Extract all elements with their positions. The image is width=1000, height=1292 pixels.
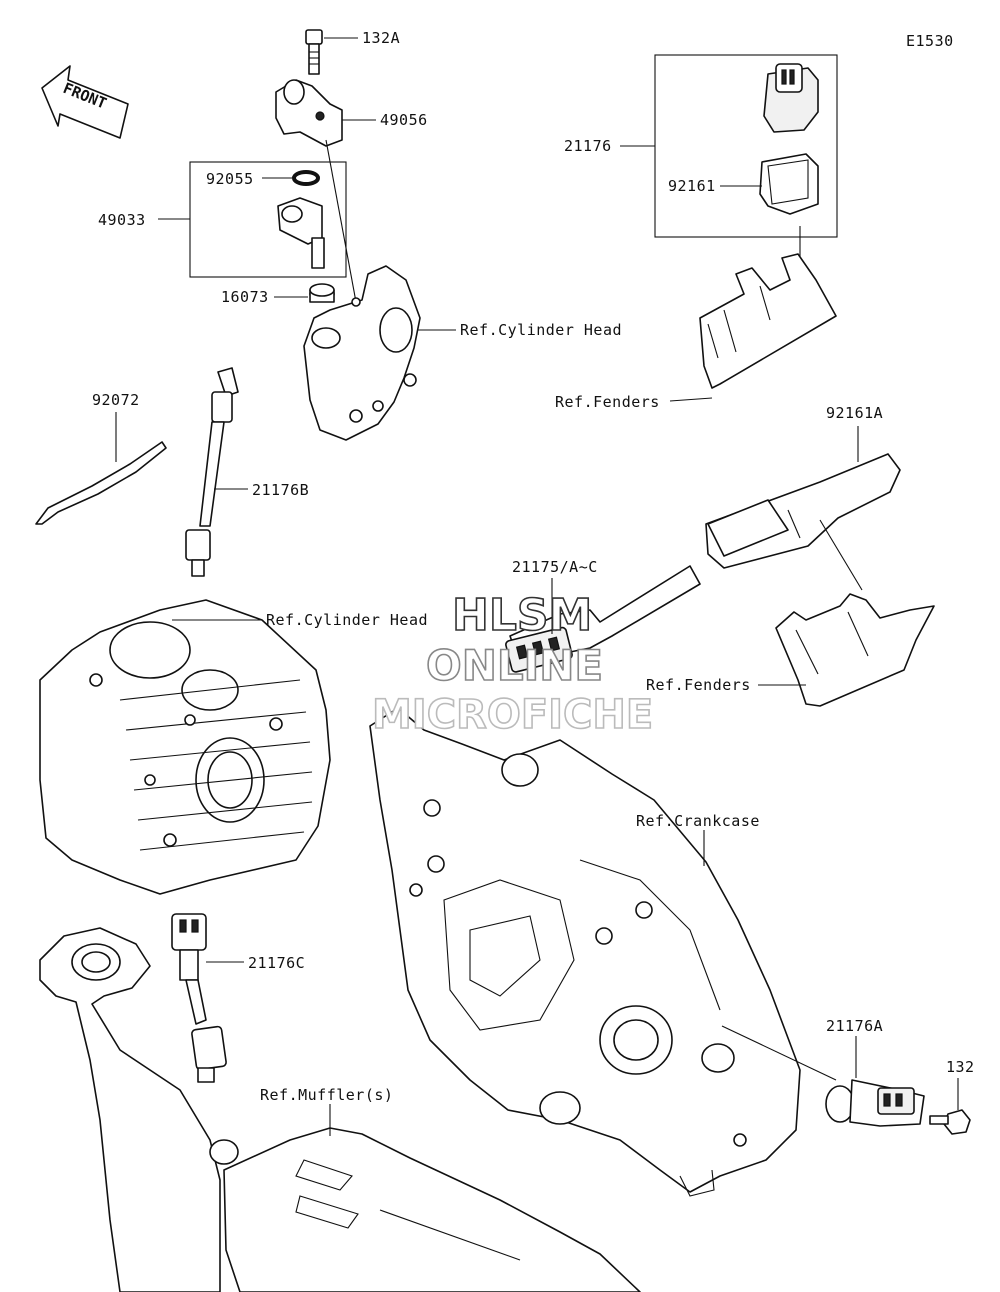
crankcase — [369, 707, 801, 1197]
label-ref-cylinder-head-top: Ref.Cylinder Head — [460, 321, 622, 339]
label-21176B: 21176B — [252, 481, 309, 499]
sensor-21176C — [171, 913, 227, 1083]
watermark-line2: ONLINE — [426, 641, 603, 690]
front-direction-arrow: FRONT — [41, 65, 129, 139]
cable-tie-92072 — [35, 441, 167, 525]
harness-connector-21175 — [505, 565, 701, 673]
label-ref-fenders-mid: Ref.Fenders — [646, 676, 751, 694]
sensor-49033 — [277, 197, 325, 269]
connector-21176 — [763, 63, 819, 133]
label-21176A: 21176A — [826, 1017, 883, 1035]
collar-16073 — [309, 283, 335, 303]
label-92072: 92072 — [92, 391, 140, 409]
guide-92161A — [819, 519, 863, 591]
label-ref-muffler: Ref.Muffler(s) — [260, 1086, 393, 1104]
fender-bracket-top — [699, 253, 837, 389]
label-92161A: 92161A — [826, 404, 883, 422]
bracket-49056 — [275, 79, 343, 147]
label-92055: 92055 — [206, 170, 254, 188]
watermark-line1: HLSM — [452, 590, 592, 641]
fender-bracket-mid — [775, 593, 935, 707]
assembly-guide-line — [325, 139, 357, 303]
label-49056: 49056 — [380, 111, 428, 129]
bolt-132A — [305, 29, 323, 75]
label-132: 132 — [946, 1058, 975, 1076]
sensor-21176A — [825, 1079, 925, 1127]
label-132A: 132A — [362, 29, 400, 47]
cylinder-head-main — [39, 599, 331, 895]
cylinder-head-partial-top — [303, 265, 421, 441]
cover-92161A — [705, 453, 901, 569]
label-ref-fenders-top: Ref.Fenders — [555, 393, 660, 411]
guide-21176A — [721, 1025, 837, 1081]
label-21176: 21176 — [564, 137, 612, 155]
label-49033: 49033 — [98, 211, 146, 229]
label-21176C: 21176C — [248, 954, 305, 972]
watermark-line3: MICROFICHE — [372, 692, 653, 738]
oring-92055 — [292, 170, 320, 186]
label-ref-cylinder-head-mid: Ref.Cylinder Head — [266, 611, 428, 629]
label-21175: 21175/A~C — [512, 558, 598, 576]
label-92161: 92161 — [668, 177, 716, 195]
label-16073: 16073 — [221, 288, 269, 306]
sensor-21176B — [185, 367, 239, 577]
cover-92161 — [759, 153, 819, 215]
muffler — [39, 927, 641, 1292]
label-ref-crankcase: Ref.Crankcase — [636, 812, 760, 830]
diagram-code: E1530 — [906, 32, 954, 50]
bolt-132 — [929, 1109, 971, 1135]
watermark: HLSM ONLINE MICROFICHE — [371, 589, 654, 739]
